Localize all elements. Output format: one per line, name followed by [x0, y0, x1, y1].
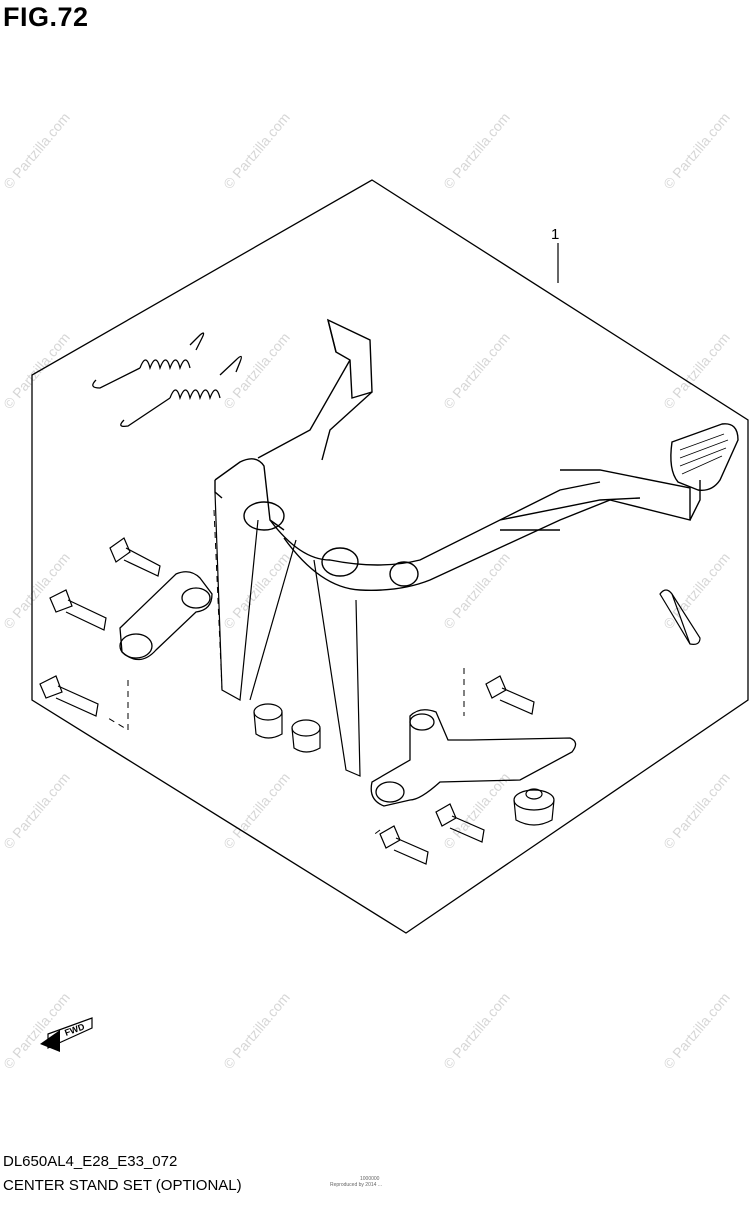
watermark-text: © Partzilla.com: [660, 549, 733, 632]
part-title: CENTER STAND SET (OPTIONAL): [3, 1177, 242, 1194]
watermark-text: © Partzilla.com: [440, 109, 513, 192]
watermark-text: © Partzilla.com: [440, 989, 513, 1072]
figure-title: FIG.72: [3, 2, 89, 32]
watermark-text: © Partzilla.com: [0, 549, 73, 632]
collar-left: [253, 703, 283, 739]
watermark-text: © Partzilla.com: [220, 989, 293, 1072]
center-stand-frame: [214, 318, 739, 591]
pedal-tread: [679, 433, 729, 475]
pivot-pin: [659, 589, 701, 645]
watermark-text: © Partzilla.com: [0, 329, 73, 412]
bolt-lower-left: [39, 675, 99, 717]
watermark-text: © Partzilla.com: [0, 769, 73, 852]
footer-small-2: Reproduced by 2014 ...: [330, 1182, 382, 1188]
left-mounting-bracket: [119, 571, 213, 661]
bolt-upper-left: [109, 537, 161, 577]
bolt-middle-left: [49, 589, 107, 631]
watermark-text: © Partzilla.com: [440, 329, 513, 412]
watermark-text: © Partzilla.com: [660, 769, 733, 852]
collar-right: [291, 719, 321, 753]
bolt-right-lower: [435, 803, 485, 843]
kit-boundary: [31, 179, 749, 934]
bolt-right-bottom: [379, 825, 429, 865]
assembly-lines: [107, 509, 465, 837]
watermark-text: © Partzilla.com: [220, 109, 293, 192]
footer-small-1: 1000000: [360, 1176, 380, 1182]
mounting-plate-left: [214, 491, 361, 777]
watermark-text: © Partzilla.com: [440, 549, 513, 632]
watermark-text: © Partzilla.com: [220, 329, 293, 412]
return-spring-upper: [92, 332, 205, 389]
watermark-text: © Partzilla.com: [0, 109, 73, 192]
watermark-text: © Partzilla.com: [660, 109, 733, 192]
return-spring-lower: [120, 355, 242, 428]
right-mounting-bracket: [370, 709, 577, 807]
callout-number-1: 1: [551, 226, 560, 243]
model-code: DL650AL4_E28_E33_072: [3, 1153, 178, 1170]
fwd-arrow-icon: FWD: [40, 1017, 93, 1052]
watermark-text: © Partzilla.com: [660, 989, 733, 1072]
rubber-stopper: [513, 788, 555, 826]
bolt-right-upper: [485, 675, 535, 715]
